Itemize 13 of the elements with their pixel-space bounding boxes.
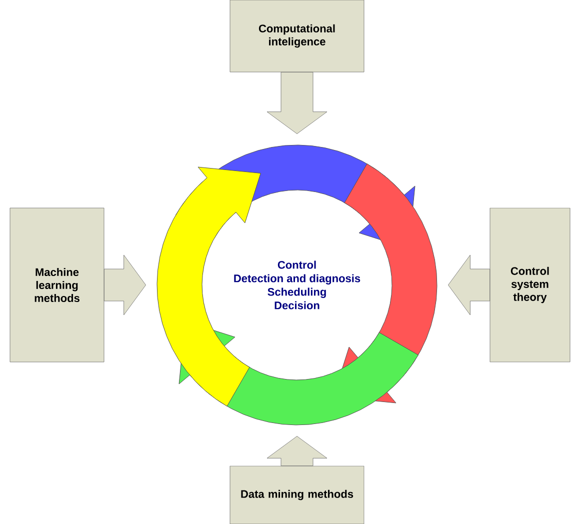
node-label: Scheduling — [268, 288, 326, 298]
callout-box: Machine learning methods — [10, 208, 104, 362]
node-label: Detection and diagnosis — [234, 274, 360, 285]
cycle-text: Control Detection and diagnosis Scheduling Decision — [234, 260, 360, 310]
callout-box: Control system theory — [490, 208, 570, 362]
block-arrow — [448, 254, 490, 316]
callout-box: Data mining methods — [230, 466, 364, 524]
callout-box: Computational inteligence — [230, 0, 364, 72]
node-label: Control — [278, 260, 316, 269]
block-arrow — [104, 254, 146, 316]
node-label: Decision — [274, 301, 320, 310]
block-arrow — [266, 72, 328, 134]
block-arrow — [266, 436, 328, 466]
